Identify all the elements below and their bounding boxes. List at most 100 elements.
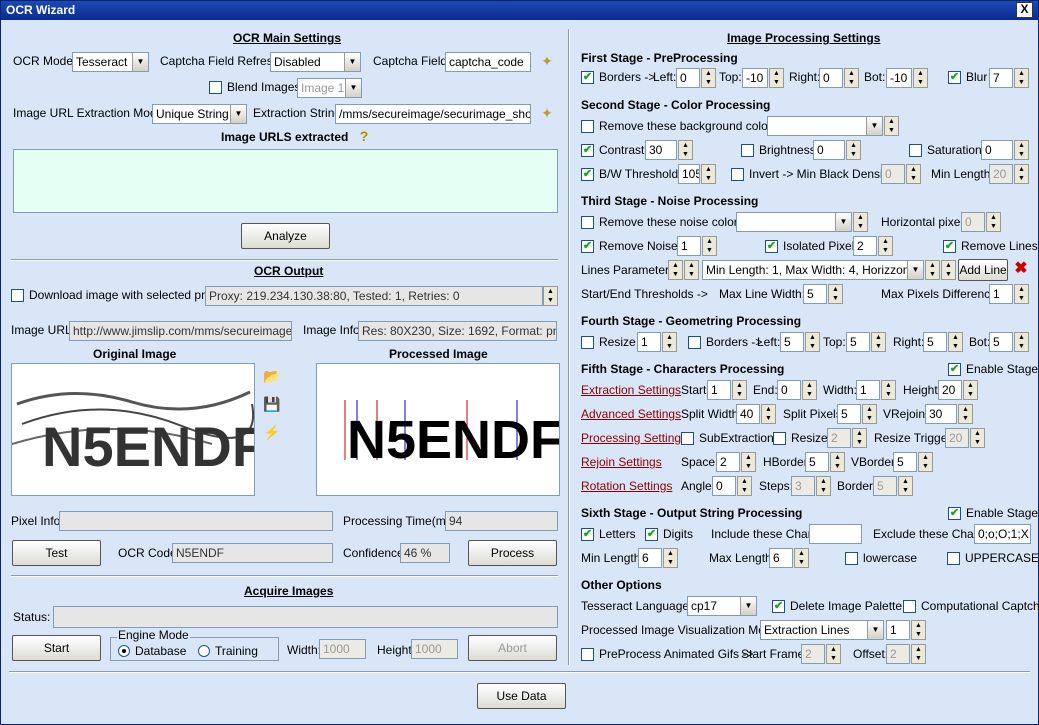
bw-threshold-input[interactable]: 105 bbox=[678, 164, 700, 184]
chevron-down-icon[interactable]: ▼ bbox=[857, 223, 864, 230]
blend-images-select[interactable]: Image 1▼ bbox=[297, 78, 362, 98]
remove-noise-colors-checkbox[interactable]: ✔ bbox=[581, 216, 594, 229]
height-field[interactable]: 1000 bbox=[411, 639, 458, 659]
chevron-up-icon[interactable]: ▲ bbox=[834, 454, 841, 461]
add-line-button[interactable]: Add Line bbox=[958, 259, 1008, 281]
chevron-down-icon[interactable]: ▼ bbox=[682, 151, 689, 158]
include-chars-input[interactable] bbox=[809, 524, 862, 544]
chevron-down-icon[interactable]: ▼ bbox=[706, 247, 713, 254]
invert-spinner[interactable]: ▲▼ bbox=[906, 164, 921, 184]
visualization-number-spinner[interactable]: ▲▼ bbox=[911, 620, 926, 640]
chevron-up-icon[interactable]: ▲ bbox=[945, 262, 952, 269]
confidence-field[interactable]: 46 % bbox=[400, 543, 450, 563]
chevron-down-icon[interactable]: ▼ bbox=[856, 439, 863, 446]
bot-spinner[interactable]: ▲▼ bbox=[913, 68, 928, 88]
chevron-up-icon[interactable]: ▲ bbox=[706, 238, 713, 245]
chevron-up-icon[interactable]: ▲ bbox=[850, 142, 857, 149]
processing-time-field[interactable]: 94 bbox=[445, 511, 558, 531]
database-radio[interactable] bbox=[118, 645, 130, 657]
chevron-up-icon[interactable]: ▲ bbox=[866, 406, 873, 413]
chevron-down-icon[interactable]: ▼ bbox=[962, 415, 969, 422]
subextraction-checkbox[interactable]: ✔ bbox=[681, 432, 694, 445]
chevron-up-icon[interactable]: ▲ bbox=[915, 646, 922, 653]
chevron-up-icon[interactable]: ▲ bbox=[705, 166, 712, 173]
chevron-down-icon[interactable]: ▼ bbox=[798, 559, 805, 566]
border-input[interactable]: 5 bbox=[873, 476, 897, 496]
lines-spinner-a[interactable]: ▲▼ bbox=[668, 260, 683, 280]
chevron-down-icon[interactable]: ▼ bbox=[672, 271, 679, 278]
chevron-down-icon[interactable]: ▼ bbox=[848, 79, 855, 86]
process-button[interactable]: Process bbox=[468, 540, 557, 566]
right-spinner[interactable]: ▲▼ bbox=[844, 68, 859, 88]
uppercase-checkbox[interactable]: ✔ bbox=[947, 552, 960, 565]
angle-input[interactable]: 0 bbox=[712, 476, 736, 496]
brightness-spinner[interactable]: ▲▼ bbox=[846, 140, 861, 160]
chevron-down-icon[interactable]: ▼ bbox=[1018, 151, 1025, 158]
chevron-up-icon[interactable]: ▲ bbox=[885, 382, 892, 389]
chevron-down-icon[interactable]: ▼ bbox=[929, 271, 936, 278]
end-spinner[interactable]: ▲▼ bbox=[802, 380, 817, 400]
chevron-up-icon[interactable]: ▲ bbox=[547, 288, 554, 295]
computational-captcha-checkbox[interactable]: ✔ bbox=[903, 600, 916, 613]
chevron-up-icon[interactable]: ▲ bbox=[682, 142, 689, 149]
lines-parameters-select[interactable]: Min Length: 1, Max Width: 4, Horizzontal… bbox=[702, 260, 924, 280]
contrast-checkbox[interactable]: ✔ bbox=[581, 144, 594, 157]
chevron-down-icon[interactable]: ▼ bbox=[902, 487, 909, 494]
letters-checkbox[interactable]: ✔ bbox=[581, 528, 594, 541]
chevron-down-icon[interactable]: ▼ bbox=[885, 391, 892, 398]
chevron-down-icon[interactable]: ▼ bbox=[741, 487, 748, 494]
enable-stage6-checkbox[interactable]: ✔ bbox=[948, 507, 961, 520]
proxy-checkbox[interactable]: ✔ bbox=[11, 289, 24, 302]
chevron-down-icon[interactable]: ▼ bbox=[666, 343, 673, 350]
contrast-spinner[interactable]: ▲▼ bbox=[678, 140, 693, 160]
max-length-spinner[interactable]: ▲▼ bbox=[794, 548, 809, 568]
split-pixels-input[interactable]: 5 bbox=[837, 404, 861, 424]
start-button[interactable]: Start bbox=[12, 635, 101, 661]
start-frame-spinner[interactable]: ▲▼ bbox=[826, 644, 841, 664]
lines-spinner-b[interactable]: ▲▼ bbox=[684, 260, 699, 280]
horizontal-pixels-spinner[interactable]: ▲▼ bbox=[986, 212, 1001, 232]
min-length-spinner[interactable]: ▲▼ bbox=[1014, 164, 1029, 184]
chevron-up-icon[interactable]: ▲ bbox=[915, 622, 922, 629]
lowercase-checkbox[interactable]: ✔ bbox=[845, 552, 858, 565]
resize-s5-checkbox[interactable]: ✔ bbox=[773, 432, 786, 445]
delete-icon[interactable]: ✖ bbox=[1014, 260, 1028, 277]
resize-input[interactable]: 1 bbox=[637, 332, 661, 352]
chevron-up-icon[interactable]: ▲ bbox=[856, 430, 863, 437]
chevron-down-icon[interactable]: ▼ bbox=[547, 297, 554, 304]
invert-input[interactable]: 0 bbox=[881, 164, 905, 184]
right-input[interactable]: 0 bbox=[819, 68, 843, 88]
chevron-up-icon[interactable]: ▲ bbox=[672, 262, 679, 269]
remove-noise-input[interactable]: 1 bbox=[677, 236, 701, 256]
chevron-up-icon[interactable]: ▲ bbox=[809, 334, 816, 341]
width-spinner-s5[interactable]: ▲▼ bbox=[881, 380, 896, 400]
training-radio[interactable] bbox=[198, 645, 210, 657]
ocr-code-field[interactable]: N5ENDF bbox=[172, 543, 333, 563]
remove-noise-checkbox[interactable]: ✔ bbox=[581, 240, 594, 253]
geom-right-input[interactable]: 5 bbox=[923, 332, 947, 352]
min-length-s6-spinner[interactable]: ▲▼ bbox=[663, 548, 678, 568]
image-url-field[interactable]: http://www.jimslip.com/mms/secureimage/s… bbox=[69, 321, 292, 341]
width-input-s5[interactable]: 1 bbox=[856, 380, 880, 400]
chevron-up-icon[interactable]: ▲ bbox=[967, 382, 974, 389]
hborder-spinner[interactable]: ▲▼ bbox=[830, 452, 845, 472]
noise-colors-spinner[interactable]: ▲▼ bbox=[853, 212, 868, 232]
chevron-down-icon[interactable]: ▼ bbox=[809, 343, 816, 350]
url-extraction-mode-select[interactable]: Unique String▼ bbox=[152, 104, 247, 124]
processing-settings-link[interactable]: Processing Settings bbox=[581, 431, 688, 445]
chevron-down-icon[interactable]: ▼ bbox=[910, 175, 917, 182]
chevron-down-icon[interactable]: ▼ bbox=[915, 631, 922, 638]
chevron-down-icon[interactable]: ▼ bbox=[1018, 79, 1025, 86]
chevron-up-icon[interactable]: ▲ bbox=[806, 382, 813, 389]
min-length-s6-input[interactable]: 6 bbox=[638, 548, 662, 568]
chevron-down-icon[interactable]: ▼ bbox=[736, 391, 743, 398]
resize-spinner[interactable]: ▲▼ bbox=[662, 332, 677, 352]
left-spinner[interactable]: ▲▼ bbox=[701, 68, 716, 88]
horizontal-pixels-input[interactable]: 0 bbox=[961, 212, 985, 232]
chevron-up-icon[interactable]: ▲ bbox=[848, 70, 855, 77]
chevron-down-icon[interactable]: ▼ bbox=[765, 415, 772, 422]
resize-checkbox[interactable]: ✔ bbox=[581, 336, 594, 349]
chevron-up-icon[interactable]: ▲ bbox=[1018, 142, 1025, 149]
chevron-up-icon[interactable]: ▲ bbox=[962, 406, 969, 413]
help-icon[interactable]: ? bbox=[359, 128, 369, 144]
